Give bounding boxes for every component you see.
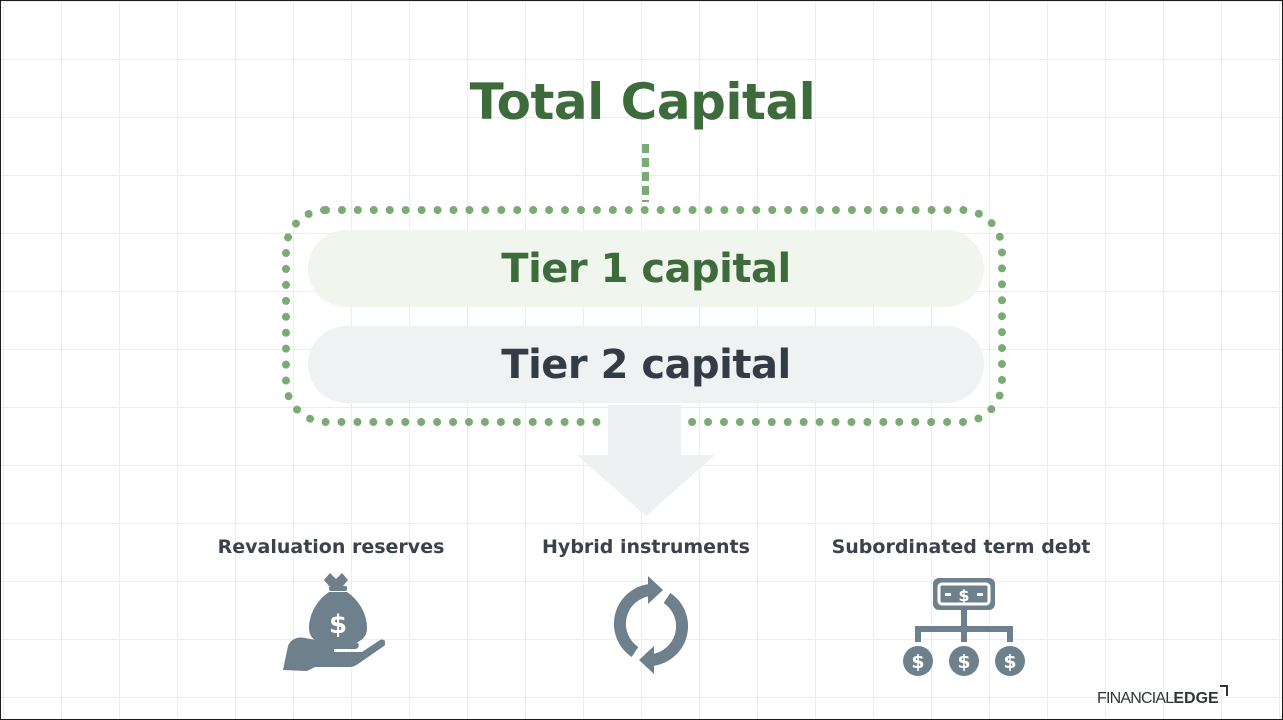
subordinated-term-debt-label: Subordinated term debt <box>831 536 1091 558</box>
tier2-capital-box: Tier 2 capital <box>308 326 984 403</box>
money-bag-hand-icon: $ <box>283 573 385 671</box>
dotted-connector <box>642 144 649 202</box>
logo-text-financial: FINANCIAL <box>1097 690 1174 707</box>
revaluation-reserves-label: Revaluation reserves <box>217 536 445 558</box>
svg-text:$: $ <box>911 651 924 673</box>
tier1-capital-box: Tier 1 capital <box>308 230 984 307</box>
svg-text:$: $ <box>1003 651 1016 673</box>
svg-text:$: $ <box>329 610 347 640</box>
logo-corner-icon <box>1219 685 1228 696</box>
diagram-title: Total Capital <box>469 73 816 131</box>
tier1-capital-label: Tier 1 capital <box>501 245 791 292</box>
hybrid-instruments-label: Hybrid instruments <box>542 536 750 558</box>
tier2-capital-label: Tier 2 capital <box>501 341 791 388</box>
logo-text-edge: EDGE <box>1173 690 1219 707</box>
cycle-arrows-icon <box>613 576 689 674</box>
down-arrow-icon <box>577 405 715 516</box>
financial-edge-logo: FINANCIALEDGE <box>1097 685 1228 708</box>
banknote-hierarchy-icon: $ $ $ $ <box>903 578 1025 676</box>
svg-text:$: $ <box>958 586 969 605</box>
svg-text:$: $ <box>957 651 970 673</box>
